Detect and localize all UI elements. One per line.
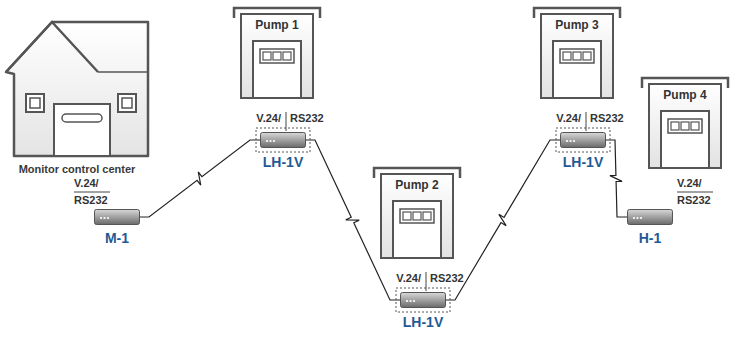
port-divider	[677, 192, 713, 193]
modem-symbol	[94, 209, 140, 225]
modem-unit: V.24/RS232H-1	[627, 209, 673, 225]
port-label: V.24/	[677, 177, 702, 190]
pump-station: Pump 2	[372, 165, 462, 260]
modem-symbol	[560, 132, 606, 148]
node-label: Pump 1	[232, 18, 322, 32]
port-label: RS232	[590, 112, 624, 125]
pump-station: Pump 1	[232, 5, 322, 100]
port-label: RS232	[677, 194, 711, 207]
pump-station: Pump 4	[640, 75, 730, 170]
port-label: V.24/	[246, 112, 281, 125]
modem-unit: V.24/RS232LH-1V	[260, 132, 306, 148]
device-label: M-1	[74, 230, 160, 246]
control-center-building: Monitor control center	[2, 8, 152, 158]
port-label: RS232	[430, 272, 464, 285]
port-label: V.24/	[74, 177, 99, 190]
modem-symbol	[627, 209, 673, 225]
leased-line	[140, 140, 260, 217]
modem-unit: V.24/RS232LH-1V	[400, 292, 446, 308]
port-label: RS232	[290, 112, 324, 125]
port-divider	[74, 192, 110, 193]
node-label: Pump 3	[532, 18, 622, 32]
modem-unit: V.24/RS232M-1	[94, 209, 140, 225]
modem-symbol	[260, 132, 306, 148]
device-label: LH-1V	[240, 154, 326, 170]
device-label: LH-1V	[540, 154, 626, 170]
device-label: LH-1V	[380, 314, 466, 330]
port-label: RS232	[74, 194, 108, 207]
port-label: V.24/	[386, 272, 421, 285]
device-label: H-1	[607, 230, 693, 246]
modem-symbol	[400, 292, 446, 308]
node-label: Pump 4	[640, 88, 730, 102]
leased-line	[606, 140, 627, 217]
modem-unit: V.24/RS232LH-1V	[560, 132, 606, 148]
house-outline	[2, 8, 152, 158]
port-label: V.24/	[546, 112, 581, 125]
pump-station: Pump 3	[532, 5, 622, 100]
node-label: Monitor control center	[0, 163, 162, 176]
node-label: Pump 2	[372, 178, 462, 192]
